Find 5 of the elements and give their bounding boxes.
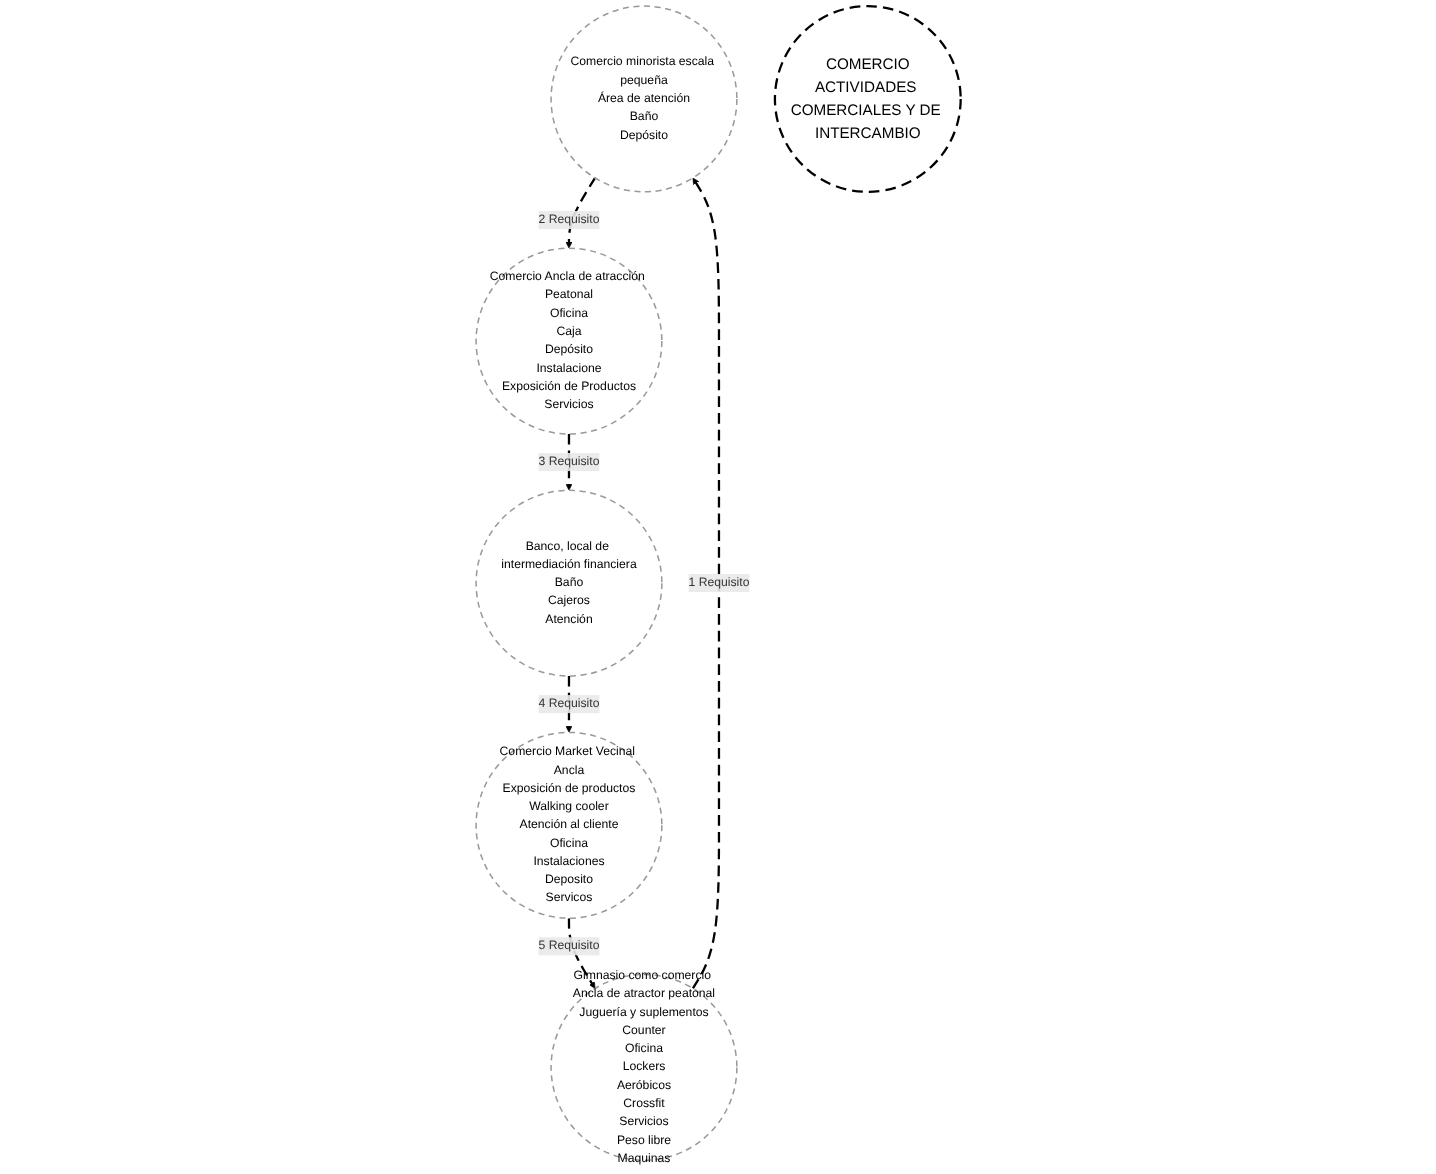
arrow: [565, 676, 572, 733]
arrow: [691, 177, 720, 990]
arrow: [565, 433, 572, 491]
arrow: [567, 918, 595, 989]
arrow: [565, 177, 596, 249]
